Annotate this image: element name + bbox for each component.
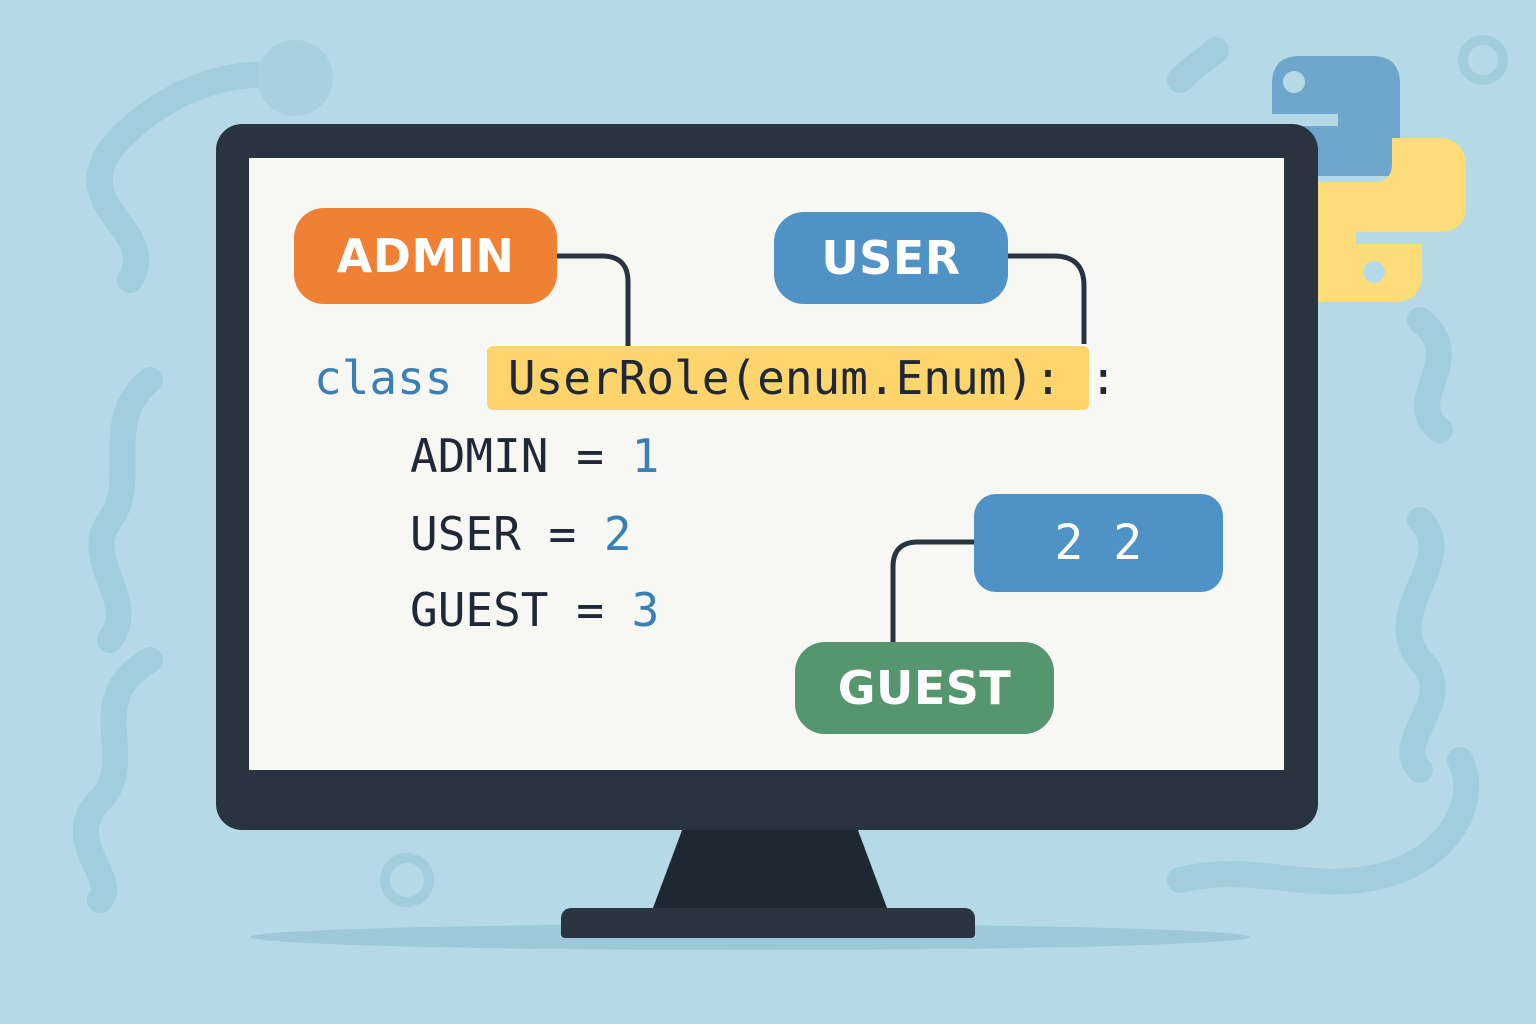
member-value: 2 xyxy=(603,507,632,561)
code-line-user: USER = 2 xyxy=(410,504,632,564)
class-colon-1: : xyxy=(1034,351,1062,405)
code-line-guest: GUEST = 3 xyxy=(410,580,659,640)
member-op: = xyxy=(548,507,577,561)
guest-label: GUEST xyxy=(795,642,1054,734)
snake-icon xyxy=(73,647,163,913)
member-name: ADMIN xyxy=(410,429,549,483)
code-line-class: class UserRole(enum.Enum): : xyxy=(314,348,1117,408)
snake-icon xyxy=(1407,307,1453,443)
member-value: 3 xyxy=(631,583,660,637)
monitor-stand-neck xyxy=(650,826,890,916)
member-value: 1 xyxy=(631,429,660,483)
member-name: GUEST xyxy=(410,583,549,637)
class-keyword: class xyxy=(314,351,453,405)
member-op: = xyxy=(576,429,604,483)
class-colon-2: : xyxy=(1089,351,1118,405)
value-label: 2 2 xyxy=(974,494,1223,592)
snake-icon xyxy=(1167,37,1229,93)
snake-icon xyxy=(1167,747,1480,895)
member-op: = xyxy=(576,583,604,637)
snake-icon xyxy=(86,61,313,293)
member-name: USER xyxy=(410,507,521,561)
monitor-stand-base xyxy=(561,908,975,938)
user-label: USER xyxy=(774,212,1008,304)
snake-icon xyxy=(88,367,163,653)
snake-icon xyxy=(1395,507,1446,783)
class-highlight xyxy=(487,346,1089,410)
class-declaration: UserRole(enum.Enum) xyxy=(507,351,1035,405)
admin-label: ADMIN xyxy=(294,208,557,304)
code-line-admin: ADMIN = 1 xyxy=(410,426,659,486)
